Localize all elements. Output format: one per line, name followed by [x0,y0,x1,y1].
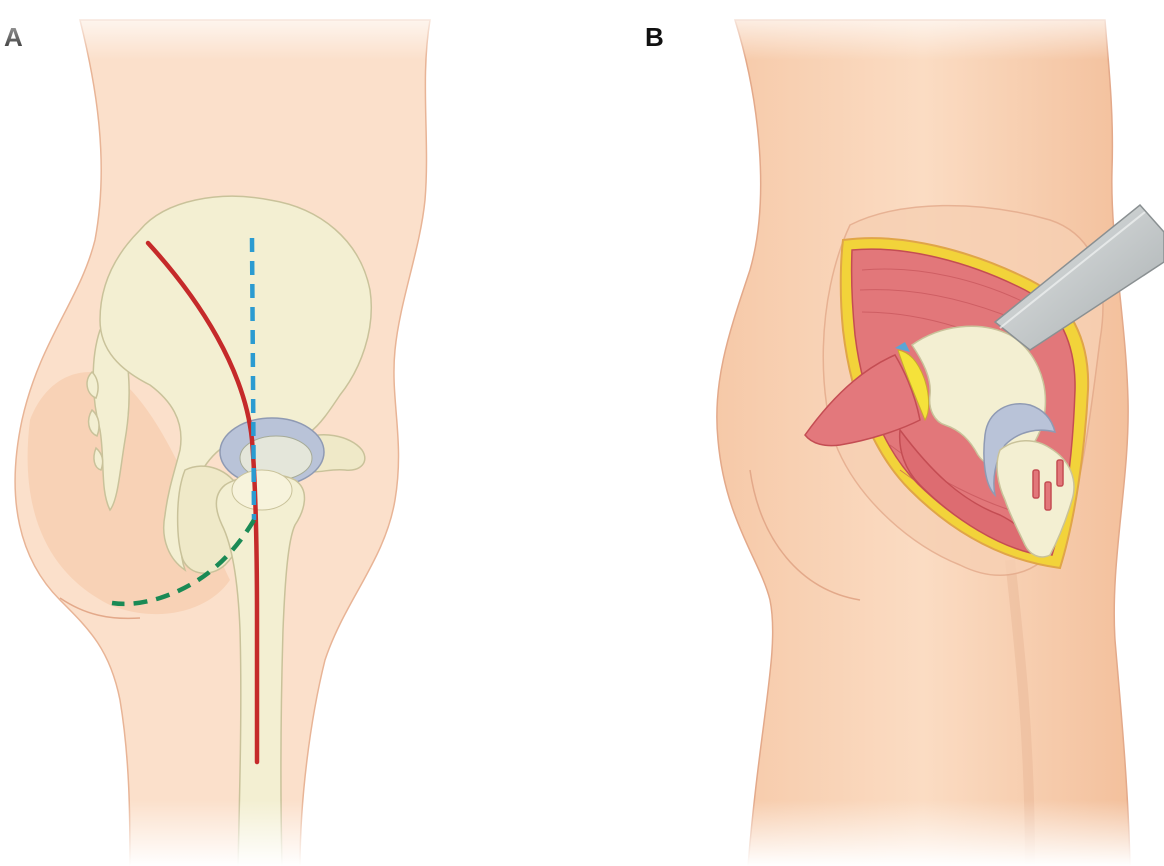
panel-b-sciatic-nerve [897,349,930,422]
panel-a-sacrum [86,329,130,512]
panel-b-buttock-contour [749,469,861,601]
panel-b-acetabulum-cartilage [983,403,1057,498]
panel-b-illustration [700,0,1164,866]
panel-b-retractor [993,203,1164,351]
panel-b-femur-neck [996,440,1075,558]
panel-a-gluteal-fold [59,597,141,620]
panel-a-dashed-green-line [111,518,256,607]
panel-b-reflected-muscle-flap [804,354,921,447]
panel-b-cut-tendons [1032,459,1064,511]
panel-a-illustration [0,0,460,866]
panel-label-b: B [645,22,664,52]
panel-a-dashed-blue-line [249,237,257,521]
